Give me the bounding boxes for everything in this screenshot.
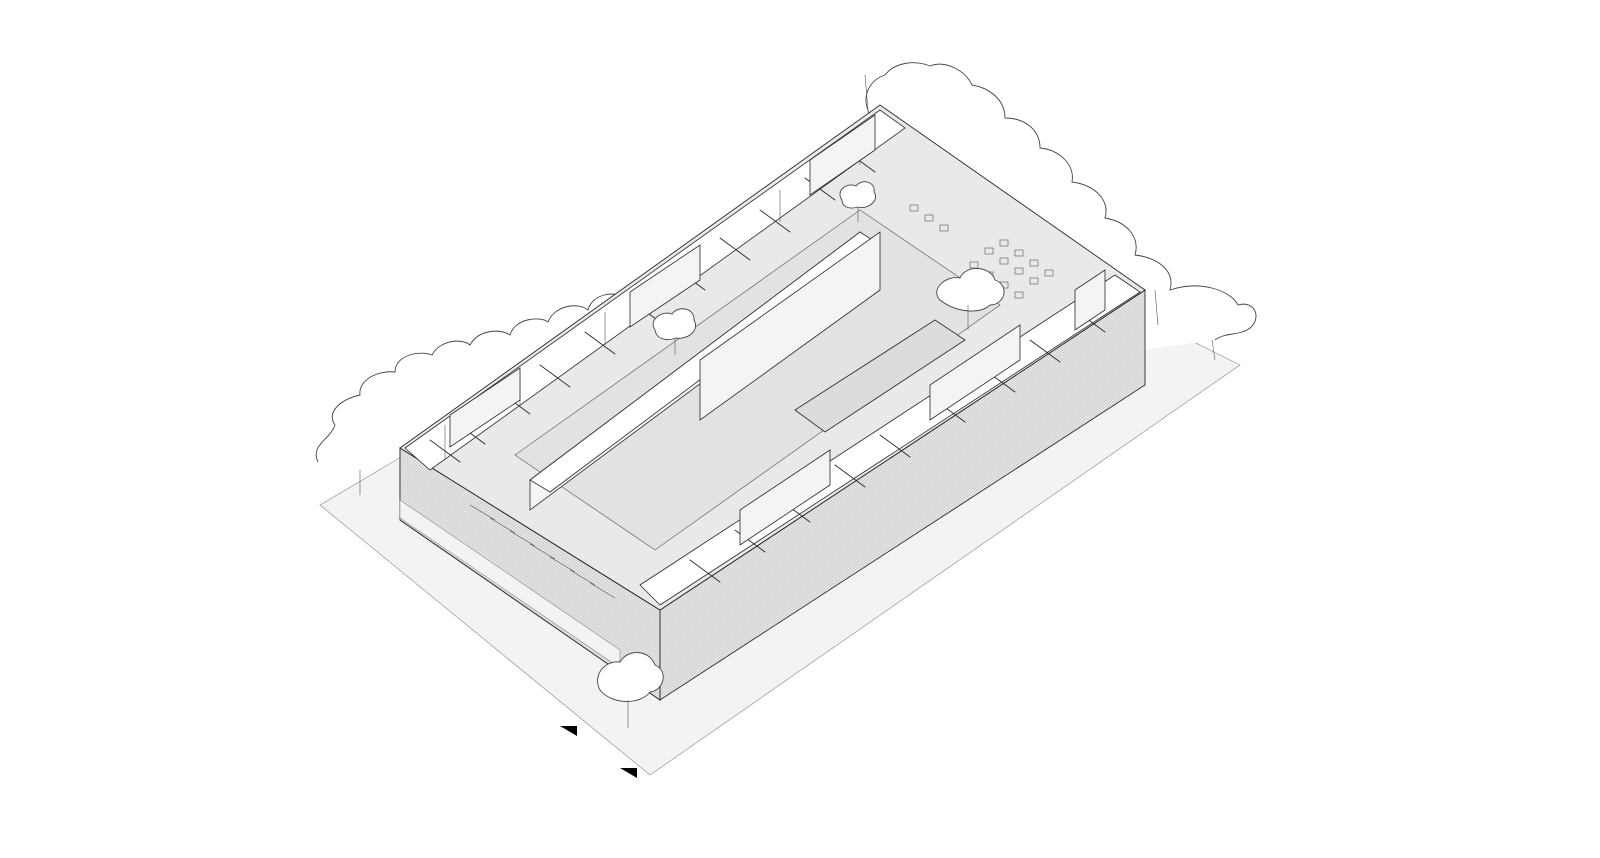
courtyard (514, 209, 1001, 551)
courtyard-tree (652, 181, 1005, 355)
perimeter-rooms (689, 269, 1106, 583)
section-marker-left (560, 726, 577, 736)
inner-wall (699, 231, 881, 421)
tree-canopy-outline (359, 74, 1216, 495)
perimeter-rooms (429, 114, 876, 463)
section-marker-right (620, 768, 637, 778)
foreground-tree (597, 652, 664, 728)
pool (794, 319, 966, 433)
parking-bays (469, 504, 616, 599)
